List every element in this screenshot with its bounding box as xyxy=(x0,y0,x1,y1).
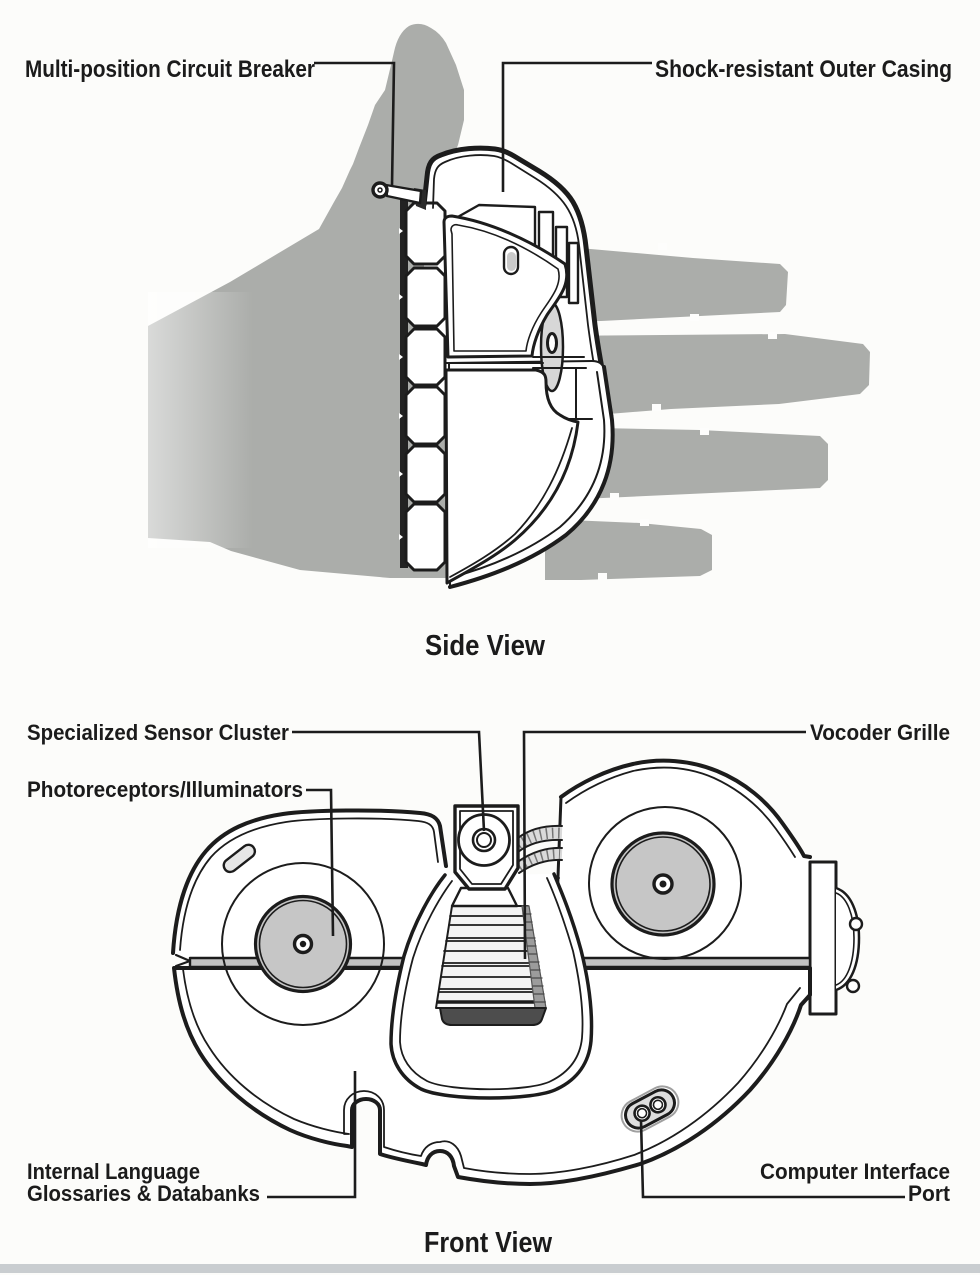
svg-text:Port: Port xyxy=(908,1181,951,1206)
svg-text:Multi-position Circuit Breaker: Multi-position Circuit Breaker xyxy=(25,56,315,83)
svg-text:Vocoder Grille: Vocoder Grille xyxy=(810,720,950,745)
svg-text:Photoreceptors/Illuminators: Photoreceptors/Illuminators xyxy=(27,777,303,802)
svg-text:Glossaries & Databanks: Glossaries & Databanks xyxy=(27,1181,260,1206)
svg-text:Internal Language: Internal Language xyxy=(27,1159,200,1184)
svg-text:Front View: Front View xyxy=(424,1227,552,1259)
svg-text:Specialized Sensor Cluster: Specialized Sensor Cluster xyxy=(27,720,289,745)
svg-text:Computer Interface: Computer Interface xyxy=(760,1159,950,1184)
svg-text:Shock-resistant Outer Casing: Shock-resistant Outer Casing xyxy=(655,56,952,83)
svg-text:Side View: Side View xyxy=(425,630,545,662)
